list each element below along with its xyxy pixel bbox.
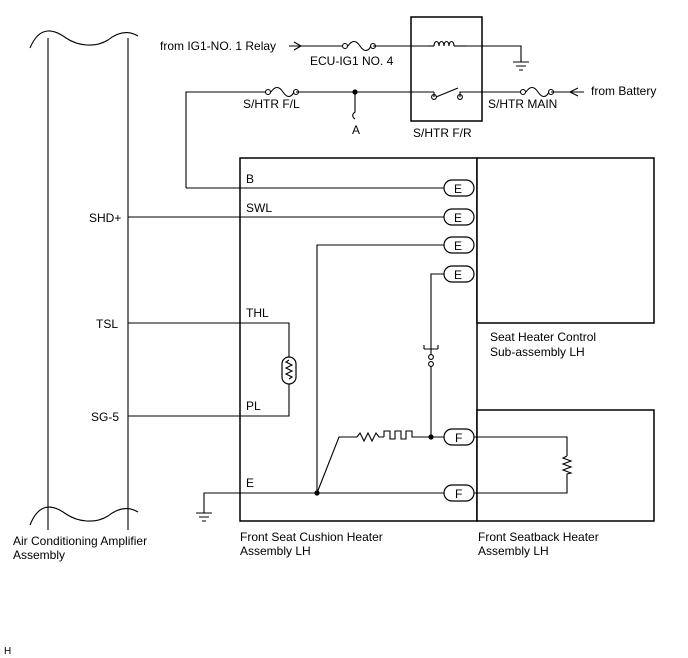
battery-arrow bbox=[568, 87, 579, 97]
cushion-pin-e: E bbox=[246, 476, 254, 490]
connector-e-1-label: E bbox=[454, 182, 462, 196]
heater-resistor-icon bbox=[356, 430, 444, 443]
connector-e-4-label: E bbox=[454, 268, 462, 282]
wire-heater-element bbox=[316, 436, 357, 494]
cushion-pin-swl: SWL bbox=[246, 201, 272, 215]
cushion-pin-thl: THL bbox=[246, 306, 269, 320]
connector-f-2-label: F bbox=[455, 487, 462, 501]
shtr-main-label: S/HTR MAIN bbox=[488, 97, 557, 111]
junction-heater bbox=[428, 434, 434, 440]
connector-e-2-label: E bbox=[454, 211, 462, 225]
control-name-line2: Sub-assembly LH bbox=[490, 345, 585, 359]
shtr-fl-label: S/HTR F/L bbox=[243, 97, 300, 111]
wire-e4 bbox=[430, 273, 444, 355]
connector-e-3-label: E bbox=[454, 239, 462, 253]
shtr-fl-line bbox=[185, 91, 584, 188]
ig1-arrow bbox=[293, 41, 303, 51]
ground-relay-icon bbox=[513, 61, 529, 71]
cushion-name-line2: Assembly LH bbox=[240, 544, 311, 558]
connector-e-3: E bbox=[443, 236, 475, 254]
amp-pin-tsl: TSL bbox=[96, 317, 118, 331]
connector-e-4: E bbox=[443, 265, 475, 283]
wire-ground bbox=[203, 492, 444, 513]
amplifier-name-line2: Assembly bbox=[13, 548, 65, 562]
from-ig1-relay-label: from IG1-NO. 1 Relay bbox=[160, 39, 276, 53]
cushion-pin-pl: PL bbox=[246, 399, 261, 413]
seat-heater-control-box bbox=[476, 157, 655, 324]
corner-mark: H bbox=[4, 646, 11, 657]
ecu-ig1-fuse-label: ECU-IG1 NO. 4 bbox=[310, 54, 394, 68]
cushion-name-line1: Front Seat Cushion Heater bbox=[240, 530, 383, 544]
amplifier-name-line1: Air Conditioning Amplifier bbox=[13, 534, 147, 548]
from-battery-label: from Battery bbox=[591, 84, 656, 98]
splice-a-label: A bbox=[352, 123, 360, 137]
amp-pin-sg5: SG-5 bbox=[91, 410, 119, 424]
control-name-line1: Seat Heater Control bbox=[490, 330, 596, 344]
amp-pin-shdplus: SHD+ bbox=[89, 211, 121, 225]
connector-e-1: E bbox=[443, 179, 475, 197]
ground-icon bbox=[196, 512, 212, 522]
seatback-resistor-icon bbox=[561, 455, 573, 475]
shtr-fl-fuse bbox=[264, 86, 300, 98]
thermostat-switch bbox=[423, 345, 439, 437]
shtr-fr-relay bbox=[410, 16, 483, 122]
connector-f-2: F bbox=[443, 484, 475, 502]
ecu-ig1-fuse bbox=[341, 40, 377, 52]
seatback-name-line1: Front Seatback Heater bbox=[478, 530, 599, 544]
ig1-feed-line bbox=[289, 45, 522, 62]
seatback-name-line2: Assembly LH bbox=[478, 544, 549, 558]
wire-e3 bbox=[316, 244, 444, 493]
wire-seatback bbox=[474, 436, 568, 494]
splice-a-lead bbox=[352, 92, 356, 120]
shtr-main-fuse bbox=[519, 86, 555, 98]
connector-f-1: F bbox=[443, 428, 475, 446]
shtr-fr-label: S/HTR F/R bbox=[413, 126, 472, 140]
wire-tsl bbox=[128, 322, 290, 357]
thermistor-icon bbox=[281, 356, 297, 385]
amplifier-assembly bbox=[29, 30, 139, 530]
cushion-pin-b: B bbox=[246, 172, 254, 186]
wire-sg5 bbox=[128, 384, 290, 417]
cushion-heater-box bbox=[239, 157, 478, 522]
connector-e-2: E bbox=[443, 208, 475, 226]
connector-f-1-label: F bbox=[455, 431, 462, 445]
